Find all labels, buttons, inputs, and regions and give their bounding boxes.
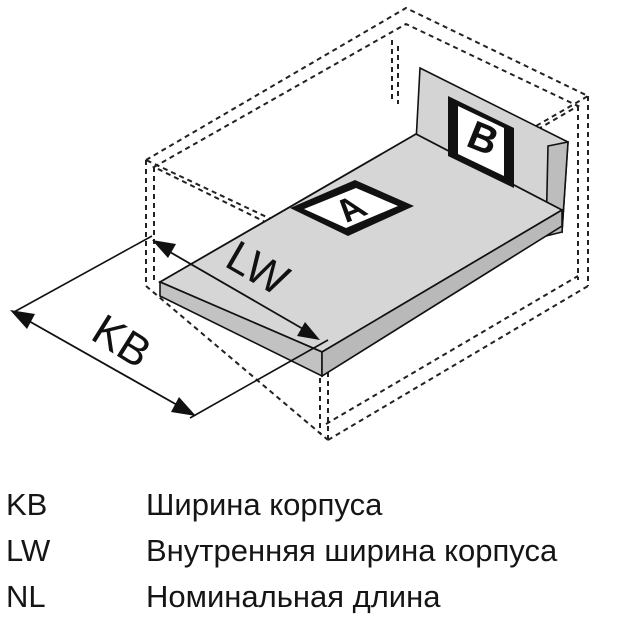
legend-row: NL Номинальная длина — [0, 574, 620, 620]
legend-description: Ширина корпуса — [146, 487, 383, 522]
label-a: A — [290, 180, 414, 236]
legend-table: KB Ширина корпуса LW Внутренняя ширина к… — [0, 482, 620, 620]
legend-description: Внутренняя ширина корпуса — [146, 533, 558, 568]
drawer-front-edge — [321, 208, 563, 378]
cabinet-outline — [143, 6, 591, 441]
drawer-diagram: A B LW KB — [10, 6, 591, 441]
legend-code: NL — [6, 579, 46, 614]
label-b: B — [448, 96, 514, 188]
legend-row: LW Внутренняя ширина корпуса — [0, 528, 620, 574]
legend-code: LW — [6, 533, 51, 568]
legend-row: KB Ширина корпуса — [0, 482, 620, 528]
legend-code: KB — [6, 487, 48, 522]
legend-description: Номинальная длина — [146, 579, 441, 614]
dimension-kb-label: KB — [84, 305, 160, 378]
